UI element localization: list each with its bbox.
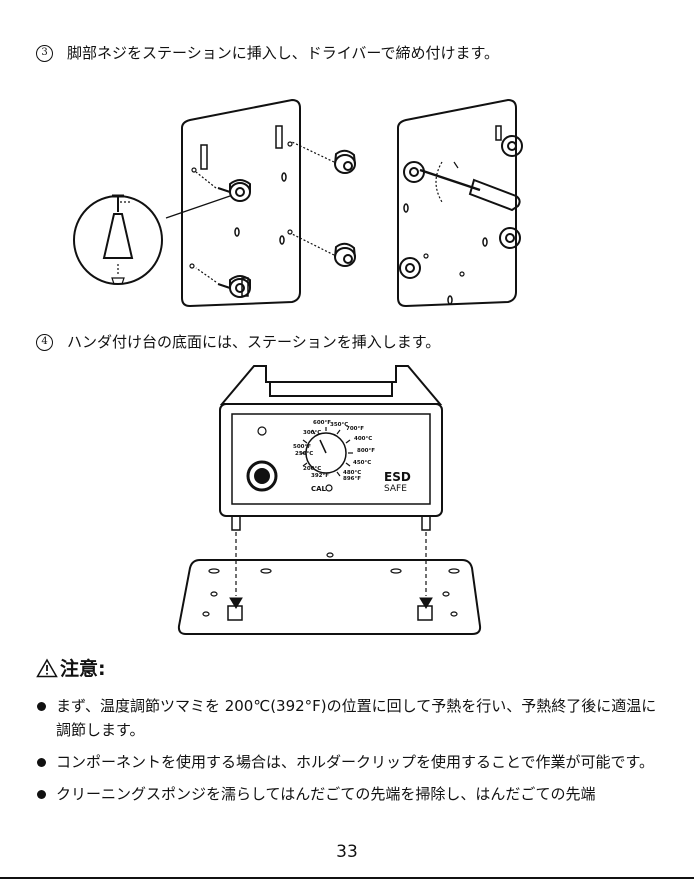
list-item: まず、温度調節ツマミを 200℃(392°F)の位置に回して予熱を行い、予熱終了… [36, 694, 666, 742]
foot-screw-illustration [70, 92, 540, 317]
caution-list: まず、温度調節ツマミを 200℃(392°F)の位置に回して予熱を行い、予熱終了… [36, 694, 666, 814]
dial-label-450c: 450°C [353, 460, 371, 466]
warning-icon [36, 658, 58, 678]
caution-title: 注意: [60, 654, 106, 681]
foot-2 [335, 151, 355, 173]
dial-label-800f: 800°F [357, 448, 375, 454]
esd-label: ESD [384, 470, 411, 484]
step-4-heading: 4 ハンダ付け台の底面には、ステーションを挿入します。 [36, 332, 440, 352]
esd-safe-label: SAFE [384, 484, 407, 494]
dial-label-700f: 700°F [346, 426, 364, 432]
cal-label: CAL [311, 485, 327, 493]
list-item: コンポーネントを使用する場合は、ホルダークリップを使用することで作業が可能です。 [36, 750, 666, 774]
caution-heading: 注意: [36, 654, 106, 681]
step-3-text: 脚部ネジをステーションに挿入し、ドライバーで締め付けます。 [67, 43, 499, 63]
dial-label-200c: 200°C [303, 466, 321, 472]
step-number-3: 3 [36, 45, 53, 62]
dial-label-250c: 250°C [295, 451, 313, 457]
step-number-4: 4 [36, 334, 53, 351]
step-4-text: ハンダ付け台の底面には、ステーションを挿入します。 [67, 332, 440, 352]
step-3-heading: 3 脚部ネジをステーションに挿入し、ドライバーで締め付けます。 [36, 43, 499, 63]
dial-label-500f: 500°F [293, 444, 311, 450]
list-item: クリーニングスポンジを濡らしてはんだごての先端を掃除し、はんだごての先端 [36, 782, 666, 806]
footer-divider [0, 877, 694, 879]
dial-label-400c: 400°C [354, 436, 372, 442]
page-number: 33 [0, 842, 694, 862]
dial-label-600f: 600°F [313, 420, 331, 426]
station-base-illustration: 600°F 350°C 700°F 300°C 400°C 500°F 250°… [170, 360, 490, 640]
dial-label-392f: 392°F [311, 473, 329, 479]
dial-label-896f: 896°F [343, 476, 361, 482]
foot-4 [218, 276, 250, 297]
dial-label-300c: 300°C [303, 430, 321, 436]
foot-3 [335, 244, 355, 266]
